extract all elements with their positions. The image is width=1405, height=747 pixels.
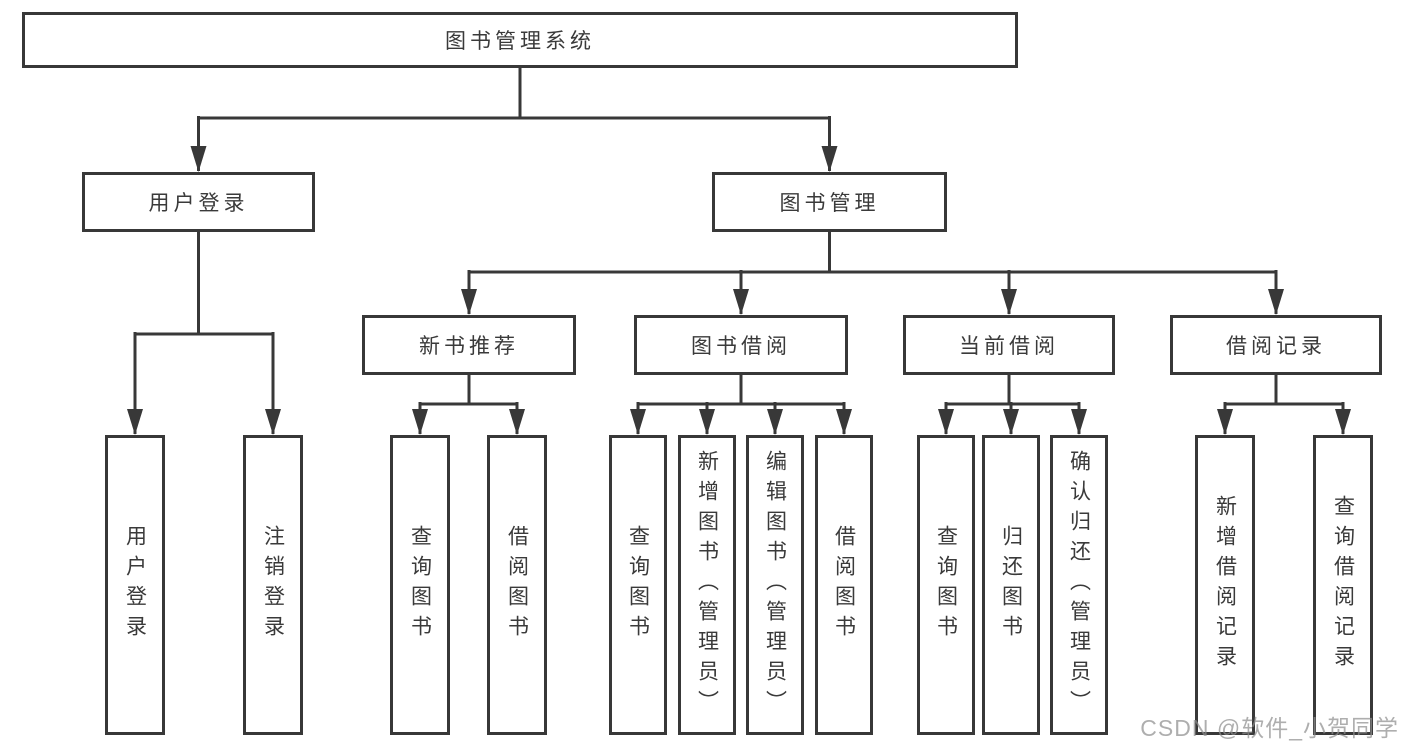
- leaf-query-books-current: 查询图书: [917, 435, 975, 735]
- leaf-user-login: 用户登录: [105, 435, 165, 735]
- node-root-library-system: 图书管理系统: [22, 12, 1018, 68]
- csdn-watermark: CSDN @软件_小贺同学: [1140, 715, 1399, 741]
- node-book-borrowing: 图书借阅: [634, 315, 848, 375]
- leaf-query-books-borrowing: 查询图书: [609, 435, 667, 735]
- leaf-logout: 注销登录: [243, 435, 303, 735]
- node-user-login: 用户登录: [82, 172, 315, 232]
- node-borrowing-records: 借阅记录: [1170, 315, 1382, 375]
- leaf-borrow-books-borrowing: 借阅图书: [815, 435, 873, 735]
- leaf-confirm-return-admin: 确认归还（管理员）: [1050, 435, 1108, 735]
- leaf-query-books-recommend: 查询图书: [390, 435, 450, 735]
- leaf-query-borrow-record: 查询借阅记录: [1313, 435, 1373, 735]
- leaf-borrow-books-recommend: 借阅图书: [487, 435, 547, 735]
- node-new-book-recommend: 新书推荐: [362, 315, 576, 375]
- node-book-management: 图书管理: [712, 172, 947, 232]
- leaf-add-borrow-record: 新增借阅记录: [1195, 435, 1255, 735]
- leaf-edit-books-admin: 编辑图书（管理员）: [746, 435, 804, 735]
- leaf-add-books-admin: 新增图书（管理员）: [678, 435, 736, 735]
- node-current-borrowing: 当前借阅: [903, 315, 1115, 375]
- leaf-return-books: 归还图书: [982, 435, 1040, 735]
